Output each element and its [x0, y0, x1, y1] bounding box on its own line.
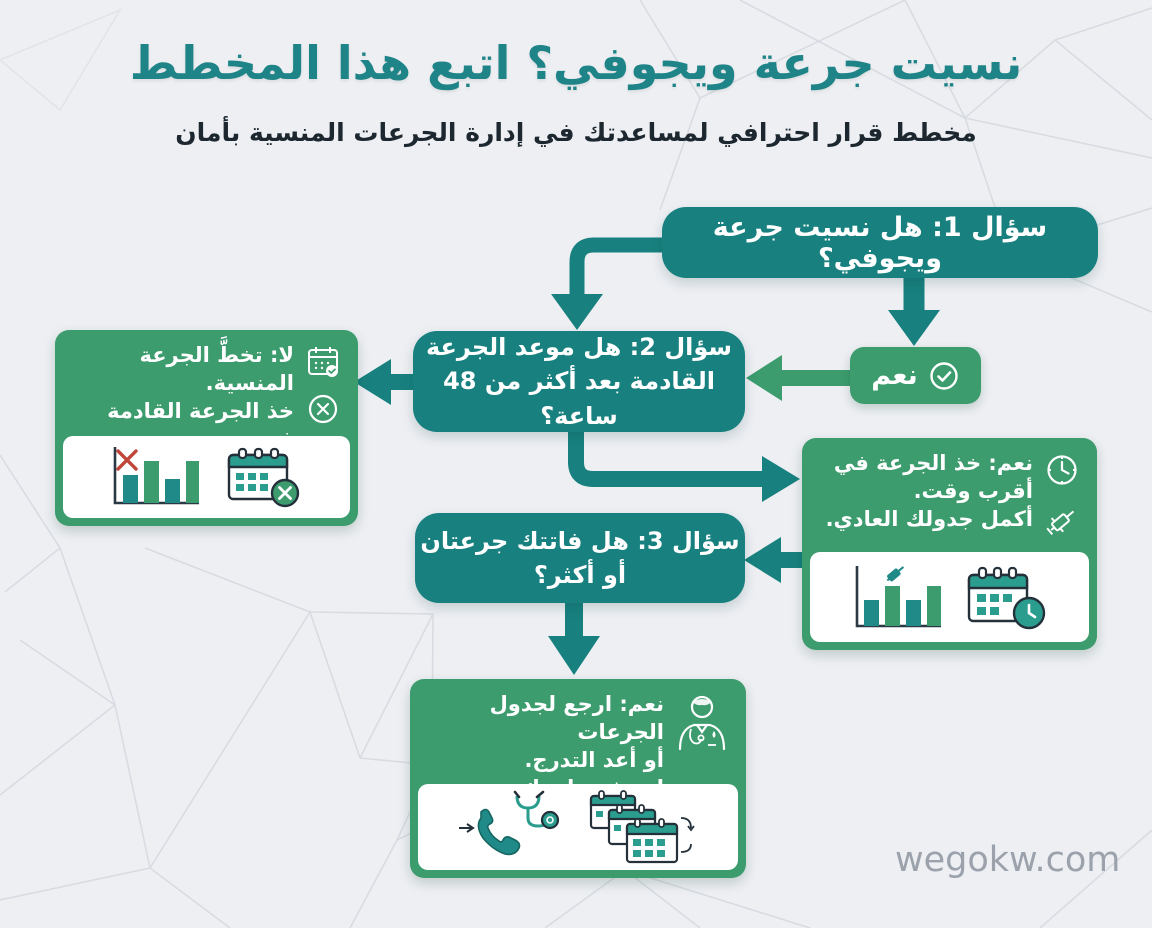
doctor-icon	[678, 695, 726, 751]
circle-x-icon	[308, 394, 338, 424]
check-circle-icon	[930, 361, 958, 390]
final-result-illustration-panel	[418, 784, 738, 870]
no-result-line1: تخطَّ الجرعة المنسية.	[139, 343, 294, 395]
question-1-label: سؤال 1: هل نسيت جرعة ويجوفي؟	[712, 211, 1048, 274]
question-3-box: سؤال 3: هل فاتتك جرعتان أو أكثر؟	[415, 513, 745, 603]
final-result-line2: أو أعد التدرج.	[524, 747, 664, 772]
question-2-line2: القادمة بعد أكثر من 48 ساعة؟	[443, 367, 715, 430]
question-3-label: سؤال 3: هل فاتتك جرعتان أو أكثر؟	[420, 524, 739, 592]
calendar-clock-illustration	[967, 566, 1045, 630]
final-result-prefix: نعم:	[619, 692, 664, 716]
page-subtitle: مخطط قرار احترافي لمساعدتك في إدارة الجر…	[175, 118, 977, 147]
question-3-line1: سؤال 3: هل فاتتك جرعتان	[420, 526, 740, 555]
yes-result-illustration-panel	[810, 552, 1089, 642]
no-result-box: لا: تخطَّ الجرعة المنسية. خذ الجرعة القا…	[55, 330, 358, 526]
page-title: نسيت جرعة ويجوفي؟ اتبع هذا المخطط	[129, 36, 1024, 90]
final-result-line1: ارجع لجدول الجرعات	[489, 692, 664, 744]
yes-result-prefix: نعم:	[988, 451, 1033, 475]
clock-icon	[1047, 455, 1077, 485]
syringe-icon	[1046, 510, 1075, 535]
yes-answer-label: نعم	[871, 360, 918, 391]
question-3-line2: أو أكثر؟	[533, 561, 627, 589]
bar-chart-missed-dose-illustration	[113, 447, 199, 505]
question-2-label: سؤال 2: هل موعد الجرعة القادمة بعد أكثر …	[413, 330, 745, 432]
calendar-crossed-illustration	[227, 447, 299, 508]
yes-result-line2: أقرب وقت.	[913, 478, 1033, 503]
calendar-stack-illustration	[589, 790, 695, 864]
calendar-check-icon	[308, 347, 338, 377]
yes-answer-pill: نعم	[850, 347, 981, 404]
question-2-box: سؤال 2: هل موعد الجرعة القادمة بعد أكثر …	[413, 331, 745, 432]
yes-result-line1: خذ الجرعة في	[833, 451, 989, 475]
bar-chart-syringe-illustration	[855, 566, 941, 628]
phone-stethoscope-illustration	[459, 790, 560, 856]
question-1-box: سؤال 1: هل نسيت جرعة ويجوفي؟	[662, 207, 1098, 278]
yes-result-text: نعم: خذ الجرعة في أقرب وقت. أكمل جدولك ا…	[814, 450, 1033, 540]
yes-result-box: نعم: خذ الجرعة في أقرب وقت. أكمل جدولك ا…	[802, 438, 1097, 650]
no-result-prefix: لا:	[269, 343, 294, 367]
no-result-illustration-panel	[63, 436, 350, 518]
final-result-box: نعم: ارجع لجدول الجرعات أو أعد التدرج. ا…	[410, 679, 746, 878]
watermark: wegokw.com	[895, 840, 1121, 880]
yes-result-line3: أكمل جدولك العادي.	[825, 506, 1033, 531]
question-2-line1: سؤال 2: هل موعد الجرعة	[425, 333, 733, 362]
